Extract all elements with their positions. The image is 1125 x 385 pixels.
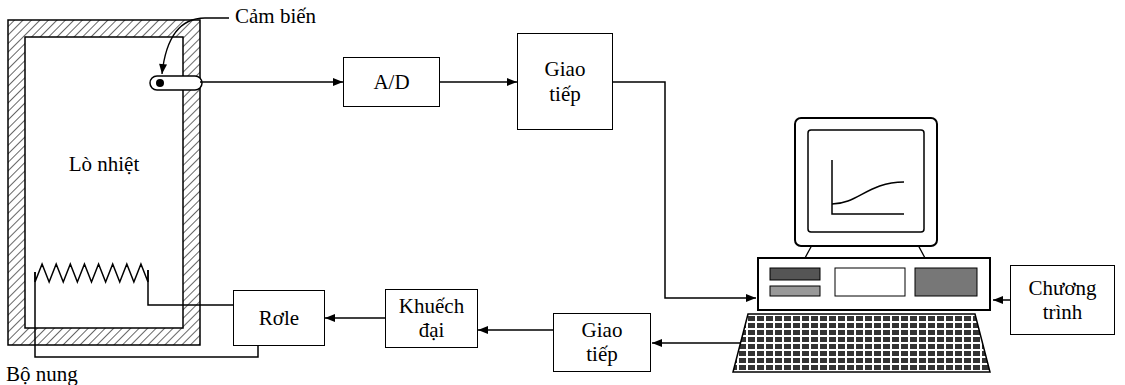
signal-wire — [613, 82, 756, 298]
relay-box: Rơle — [233, 290, 325, 346]
interface-box: Giao tiếp — [553, 313, 651, 372]
node-text: Giao tiếp — [534, 57, 596, 105]
node-text: Khuếch đại — [394, 294, 470, 342]
signal-arrow — [478, 329, 553, 331]
node-text: Chương trình — [1023, 276, 1103, 324]
heater-coil — [35, 264, 148, 282]
amplifier-box: Khuếch đại — [385, 289, 478, 348]
signal-arrow — [200, 81, 343, 83]
node-text: Rơle — [259, 306, 299, 330]
signal-wire — [993, 299, 1010, 301]
program-box: Chương trình — [1010, 265, 1115, 335]
leader-line — [162, 18, 229, 74]
node-text: Lò nhiệt — [27, 152, 181, 176]
interface-box: Giao tiếp — [517, 33, 613, 130]
furnace: Lò nhiệt — [8, 20, 200, 345]
part-label: Bộ nung — [4, 362, 80, 385]
signal-wire — [652, 342, 740, 344]
computer-illustration — [733, 118, 990, 372]
node-text: Giao tiếp — [571, 318, 633, 366]
heater-wire — [148, 270, 233, 305]
furnace-wall — [8, 20, 200, 345]
sensor-probe — [150, 76, 202, 90]
converter-box: A/D — [343, 57, 440, 107]
signal-arrow — [325, 317, 385, 319]
sensor-tip — [156, 79, 164, 87]
signal-arrow — [440, 81, 517, 83]
heater-wire — [35, 272, 258, 357]
node-text: A/D — [373, 70, 409, 94]
part-label: Cảm biến — [233, 4, 318, 28]
furnace-wall — [8, 20, 200, 345]
